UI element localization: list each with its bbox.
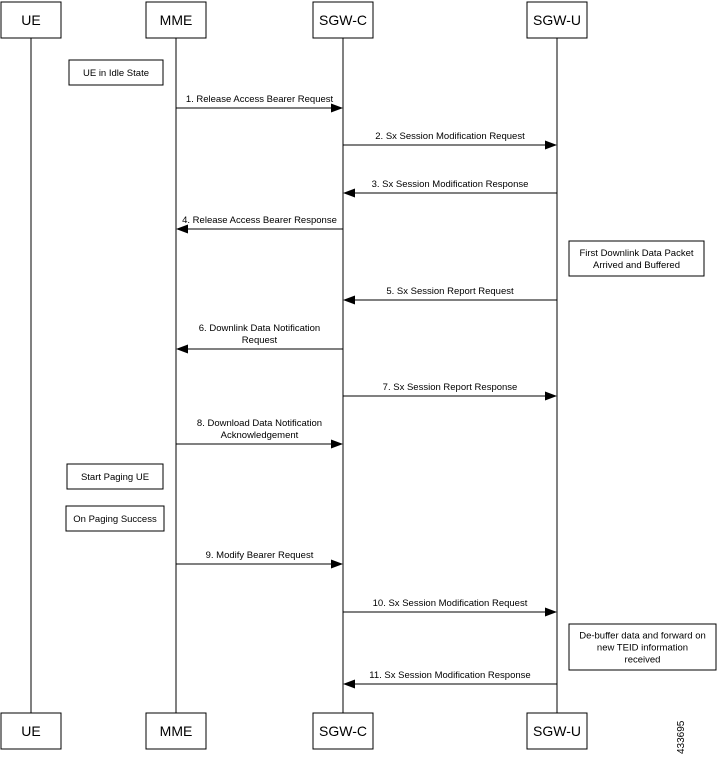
arrowhead-icon (176, 224, 188, 234)
note-text: Arrived and Buffered (593, 260, 680, 271)
message-label: Acknowledgement (221, 430, 299, 441)
participant-mme-bottom: MME (145, 712, 207, 750)
message-label: Request (242, 335, 278, 346)
message-label: 7. Sx Session Report Response (383, 382, 518, 393)
message-2: 2. Sx Session Modification Request (343, 131, 557, 150)
participant-sgwu-bottom: SGW-U (526, 712, 588, 750)
participant-label: SGW-C (319, 723, 367, 739)
message-label: 5. Sx Session Report Request (386, 286, 514, 297)
message-7: 7. Sx Session Report Response (343, 382, 557, 401)
participant-label: SGW-U (533, 12, 581, 28)
arrowhead-icon (343, 295, 355, 305)
message-11: 11. Sx Session Modification Response (343, 670, 557, 689)
arrowhead-icon (331, 559, 343, 569)
arrowhead-icon (343, 679, 355, 689)
participant-label: MME (160, 12, 193, 28)
message-10: 10. Sx Session Modification Request (343, 598, 557, 617)
participant-label: MME (160, 723, 193, 739)
note-text: new TEID information (597, 643, 688, 654)
message-8: 8. Download Data NotificationAcknowledge… (176, 418, 343, 449)
note-4: On Paging Success (65, 505, 165, 532)
participant-label: UE (21, 12, 40, 28)
message-label: 3. Sx Session Modification Response (372, 179, 529, 190)
participant-label: SGW-C (319, 12, 367, 28)
message-label: 11. Sx Session Modification Response (369, 670, 530, 681)
message-label: 8. Download Data Notification (197, 418, 322, 429)
participant-sgwu-top: SGW-U (526, 1, 588, 39)
note-text: On Paging Success (73, 514, 157, 525)
arrowhead-icon (343, 188, 355, 198)
figure-id: 433695 (676, 720, 687, 754)
participant-label: UE (21, 723, 40, 739)
message-5: 5. Sx Session Report Request (343, 286, 557, 305)
arrowhead-icon (331, 103, 343, 113)
arrowhead-icon (545, 140, 557, 150)
message-9: 9. Modify Bearer Request (176, 550, 343, 569)
arrowhead-icon (545, 391, 557, 401)
note-text: First Downlink Data Packet (579, 248, 693, 259)
message-label: 9. Modify Bearer Request (206, 550, 314, 561)
note-3: Start Paging UE (66, 463, 164, 490)
message-label: 4. Release Access Bearer Response (182, 215, 337, 226)
message-label: 2. Sx Session Modification Request (375, 131, 525, 142)
message-label: 10. Sx Session Modification Request (373, 598, 528, 609)
note-text: received (625, 655, 661, 666)
participant-mme-top: MME (145, 1, 207, 39)
message-1: 1. Release Access Bearer Request (176, 94, 343, 113)
arrowhead-icon (545, 607, 557, 617)
participant-ue-bottom: UE (0, 712, 62, 750)
message-label: 1. Release Access Bearer Request (186, 94, 334, 105)
participant-sgwc-top: SGW-C (312, 1, 374, 39)
participant-sgwc-bottom: SGW-C (312, 712, 374, 750)
message-label: 6. Downlink Data Notification (199, 323, 320, 334)
note-text: UE in Idle State (83, 68, 149, 79)
note-text: De-buffer data and forward on (579, 631, 706, 642)
participant-ue-top: UE (0, 1, 62, 39)
participant-label: SGW-U (533, 723, 581, 739)
message-3: 3. Sx Session Modification Response (343, 179, 557, 198)
arrowhead-icon (176, 344, 188, 354)
note-1: UE in Idle State (68, 59, 164, 86)
note-text: Start Paging UE (81, 472, 149, 483)
message-4: 4. Release Access Bearer Response (176, 215, 343, 234)
arrowhead-icon (331, 439, 343, 449)
